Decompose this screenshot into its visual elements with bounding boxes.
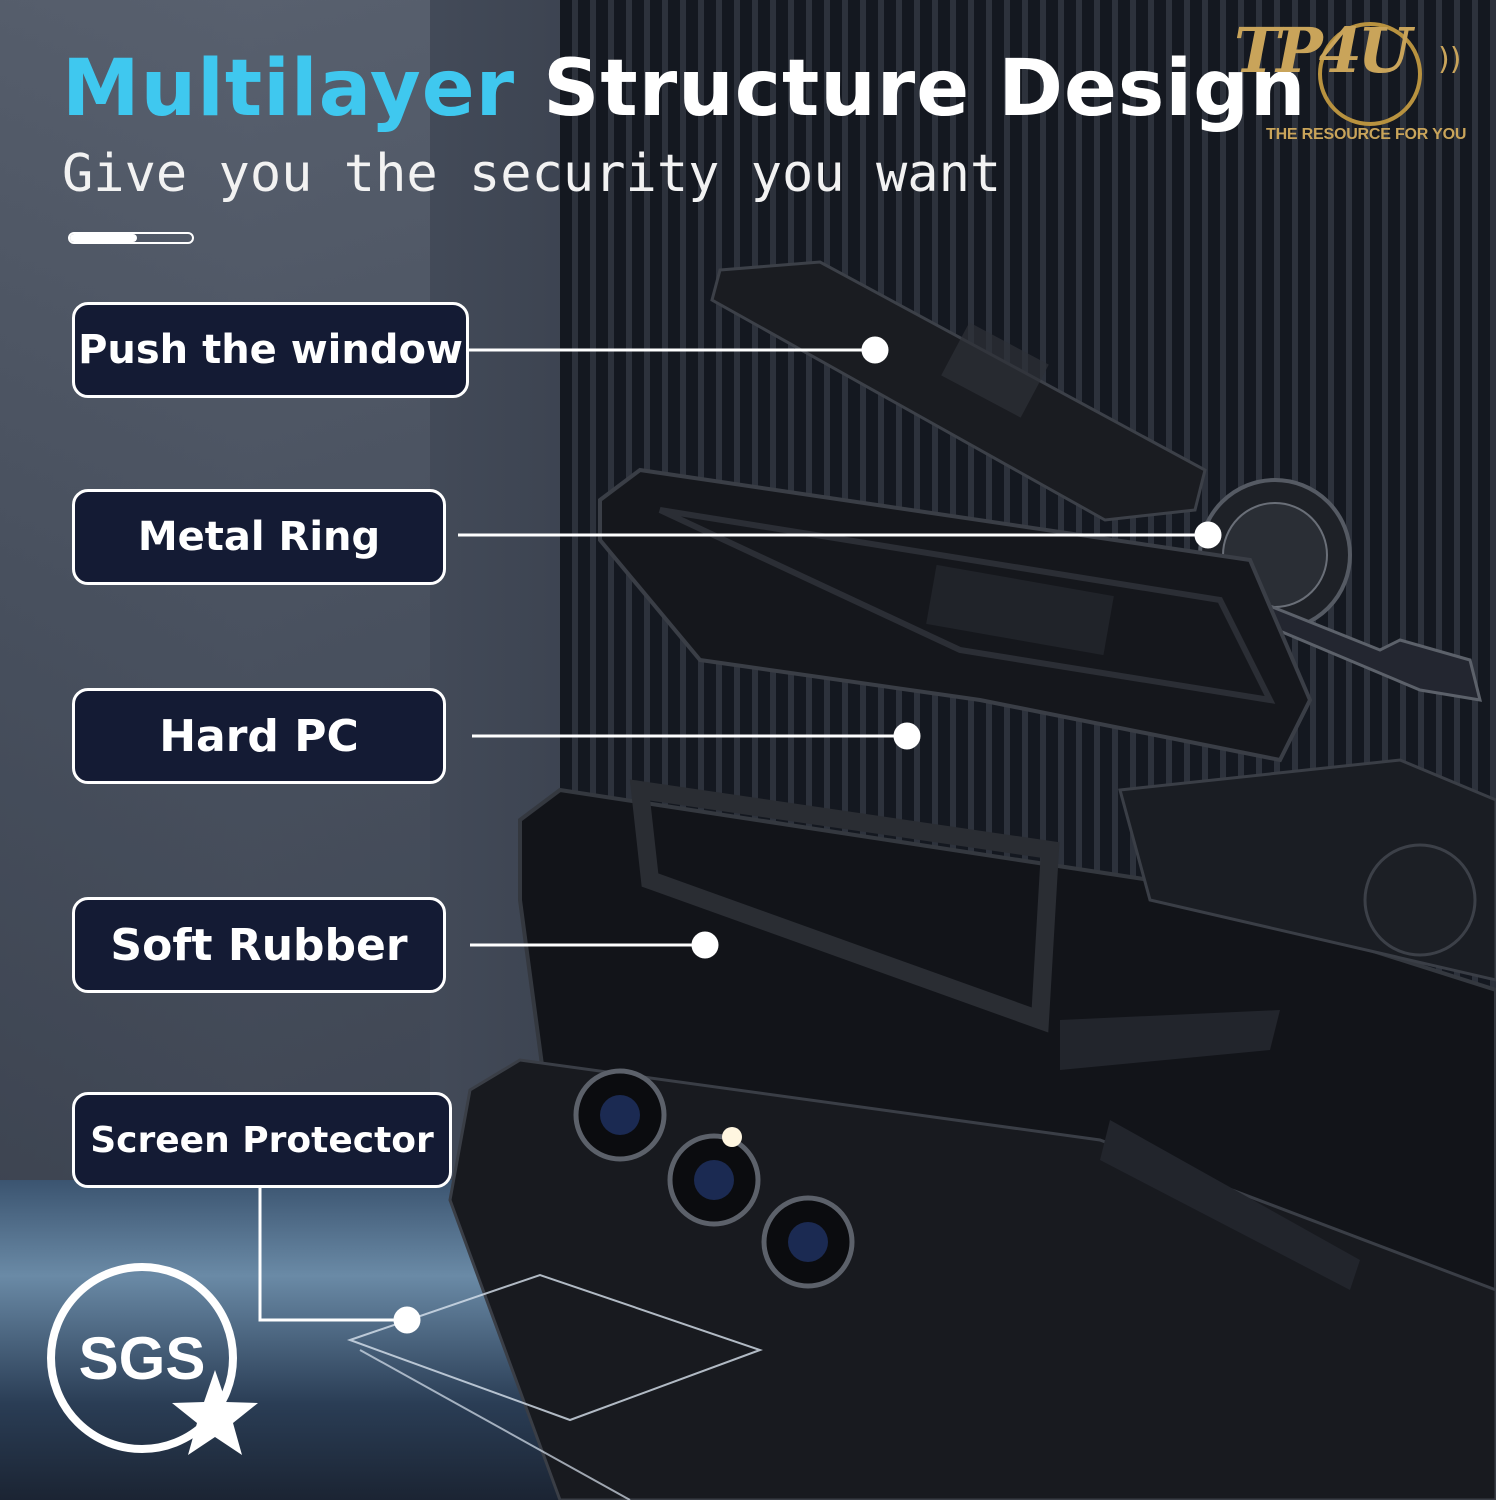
callout-dot-soft-rubber <box>691 931 719 959</box>
callout-dot-hard-pc <box>893 722 921 750</box>
callout-dot-push-window <box>861 336 889 364</box>
logo-ring-icon <box>1318 22 1422 126</box>
title-rest: Structure Design <box>543 44 1307 134</box>
logo-mark: TP4U <box>1234 14 1412 87</box>
layer-label-push-window: Push the window <box>72 302 469 398</box>
layer-label-soft-rubber: Soft Rubber <box>72 897 446 993</box>
brand-tagline: THE RESOURCE FOR YOU <box>1266 126 1467 143</box>
layer-label-hard-pc: Hard PC <box>72 688 446 784</box>
sgs-badge-text: SGS <box>78 1324 206 1392</box>
brand-logo: TP4U )) THE RESOURCE FOR YOU <box>1230 8 1480 153</box>
callout-line-screen-protector <box>258 1188 407 1322</box>
title-accent-word: Multilayer <box>62 44 516 134</box>
page-subtitle: Give you the security you want <box>62 144 1002 204</box>
hard-pc-shell <box>598 467 1313 763</box>
phone-back <box>448 1010 1496 1500</box>
layer-label-screen-protector: Screen Protector <box>72 1092 452 1188</box>
callout-dot-screen-protector <box>393 1306 421 1334</box>
callout-lines <box>258 336 1222 1334</box>
callout-dot-metal-ring <box>1194 521 1222 549</box>
sgs-badge-icon: SGS <box>47 1263 237 1453</box>
progress-indicator-fill <box>70 234 138 242</box>
layer-label-metal-ring: Metal Ring <box>72 489 446 585</box>
slide-window-cover <box>710 260 1207 522</box>
logo-sound-icon: )) <box>1438 42 1462 77</box>
screen-protector-glass <box>346 1273 763 1500</box>
progress-indicator <box>68 232 194 244</box>
page-title: Multilayer Structure Design <box>62 50 1306 128</box>
